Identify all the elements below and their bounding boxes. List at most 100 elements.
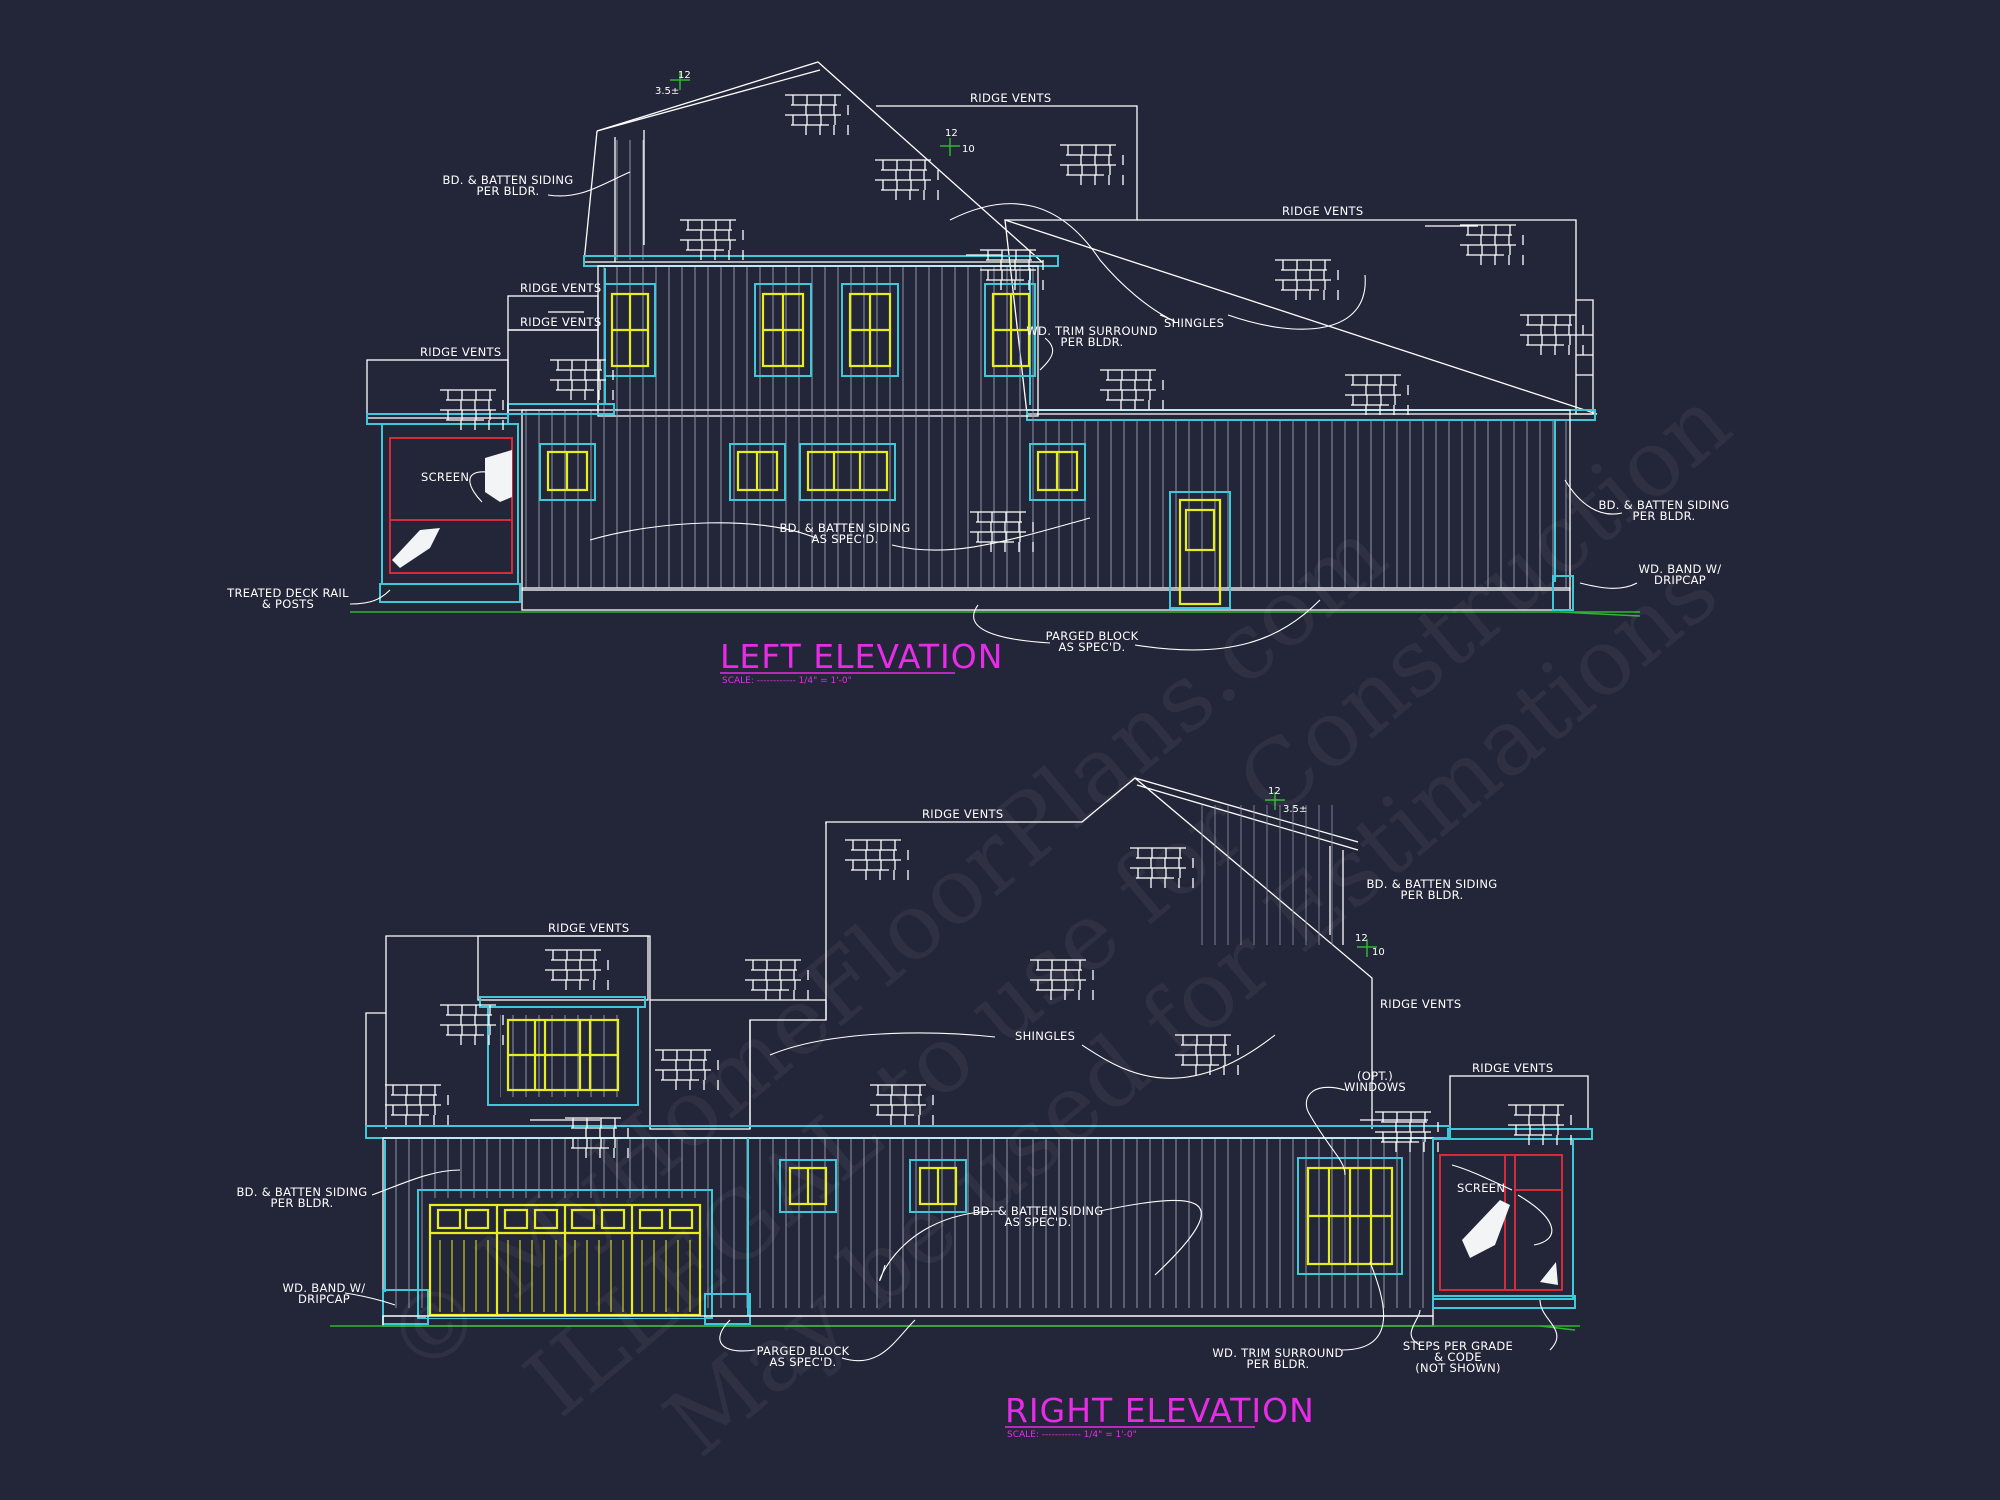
right-elevation: 12 3.5± 12 10 xyxy=(330,777,1593,1362)
brick-symbol xyxy=(1345,374,1409,415)
brick-symbol xyxy=(1060,144,1124,185)
brick-symbol xyxy=(980,249,1044,290)
right-note-ridge-vents-top: RIDGE VENTS xyxy=(922,807,1003,821)
brick-symbol xyxy=(745,959,809,1000)
note-line: DRIPCAP xyxy=(1654,573,1706,587)
note-line: AS SPEC'D. xyxy=(1004,1215,1071,1229)
left-door xyxy=(1169,491,1231,609)
right-note-steps: STEPS PER GRADE& CODE(NOT SHOWN) xyxy=(1403,1339,1513,1375)
note-line: WD. TRIM SURROUND xyxy=(1026,324,1157,338)
note-line: PARGED BLOCK xyxy=(757,1344,850,1358)
right-note-ridge-vents-right2: RIDGE VENTS xyxy=(1472,1061,1553,1075)
note-line: PER BLDR. xyxy=(1247,1357,1310,1371)
right-note-screen: SCREEN xyxy=(1457,1181,1505,1195)
note-line: BD. & BATTEN SIDING xyxy=(972,1204,1103,1218)
right-note-shingles: SHINGLES xyxy=(1015,1029,1075,1043)
left-note-shingles: SHINGLES xyxy=(1164,316,1224,330)
note-line: WD. BAND W/ xyxy=(283,1281,366,1295)
left-pitch-main-run: 10 xyxy=(962,144,975,155)
brick-symbol xyxy=(1508,1104,1572,1145)
note-line: AS SPEC'D. xyxy=(1058,640,1125,654)
note-line: & POSTS xyxy=(262,597,314,611)
note-line: PER BLDR. xyxy=(1061,335,1124,349)
note-line: (NOT SHOWN) xyxy=(1415,1361,1501,1375)
left-note-deck-rail: TREATED DECK RAIL& POSTS xyxy=(226,586,349,611)
left-pitch-upper-rise: 12 xyxy=(678,70,691,81)
note-line: WD. TRIM SURROUND xyxy=(1212,1346,1343,1360)
brick-symbol xyxy=(440,389,504,430)
right-note-ridge-vents-left: RIDGE VENTS xyxy=(548,921,629,935)
left-lower-windows xyxy=(539,443,1086,501)
left-note-ridge-vents-mid2: RIDGE VENTS xyxy=(520,315,601,329)
left-upper-eave xyxy=(583,255,1059,267)
right-elevation-scale: SCALE: ------------ 1/4" = 1'-0" xyxy=(1007,1430,1137,1440)
right-pitch-main-run: 10 xyxy=(1372,947,1385,958)
right-note-wd-band: WD. BAND W/DRIPCAP xyxy=(283,1281,366,1306)
note-line: BD. & BATTEN SIDING xyxy=(442,173,573,187)
note-line: TREATED DECK RAIL xyxy=(226,586,349,600)
right-pitch-upper-rise: 12 xyxy=(1268,786,1281,797)
brick-symbol xyxy=(545,949,609,990)
left-elevation: 12 3.5± 12 10 xyxy=(349,61,1641,651)
note-line: PER BLDR. xyxy=(1633,509,1696,523)
note-line: (OPT.) xyxy=(1357,1069,1393,1083)
note-line: & CODE xyxy=(1434,1350,1482,1364)
right-pitch-main-rise: 12 xyxy=(1355,933,1368,944)
left-elevation-title: LEFT ELEVATION xyxy=(720,637,1003,676)
brick-symbol xyxy=(870,1084,934,1125)
left-note-ridge-vents-right: RIDGE VENTS xyxy=(1282,204,1363,218)
right-elevation-labels: RIDGE VENTS RIDGE VENTS RIDGE VENTS RIDG… xyxy=(236,807,1553,1440)
left-note-ridge-vents-mid1: RIDGE VENTS xyxy=(520,281,601,295)
note-line: PARGED BLOCK xyxy=(1046,629,1139,643)
brick-symbol xyxy=(1375,1111,1439,1152)
brick-symbol xyxy=(970,511,1034,552)
left-elevation-labels: RIDGE VENTS RIDGE VENTS RIDGE VENTS RIDG… xyxy=(226,91,1729,686)
left-note-screen: SCREEN xyxy=(421,470,469,484)
left-main-wall xyxy=(521,409,1571,591)
brick-symbol xyxy=(1175,1034,1239,1075)
note-line: PER BLDR. xyxy=(477,184,540,198)
brick-symbol xyxy=(875,159,939,200)
brick-symbol xyxy=(1030,959,1094,1000)
brick-symbol xyxy=(440,1004,504,1045)
right-elevation-title: RIGHT ELEVATION xyxy=(1005,1391,1315,1430)
brick-symbol xyxy=(565,1117,629,1158)
right-note-opt-windows: (OPT.)WINDOWS xyxy=(1344,1069,1406,1094)
note-line: WINDOWS xyxy=(1344,1080,1406,1094)
left-pitch-main-rise: 12 xyxy=(945,128,958,139)
note-line: AS SPEC'D. xyxy=(769,1355,836,1369)
left-screen-porch xyxy=(389,437,513,574)
note-line: STEPS PER GRADE xyxy=(1403,1339,1513,1353)
left-elevation-scale: SCALE: ------------ 1/4" = 1'-0" xyxy=(722,676,852,686)
left-upper-roof xyxy=(583,61,1044,263)
left-note-ridge-vents-top: RIDGE VENTS xyxy=(970,91,1051,105)
right-dormer xyxy=(479,996,646,1008)
brick-symbol xyxy=(1520,314,1584,355)
brick-symbol xyxy=(655,1049,719,1090)
brick-symbol xyxy=(785,94,849,135)
right-pitch-upper-run: 3.5± xyxy=(1283,804,1307,815)
note-line: AS SPEC'D. xyxy=(811,532,878,546)
note-line: BD. & BATTEN SIDING xyxy=(1366,877,1497,891)
brick-symbol xyxy=(845,839,909,880)
note-line: BD. & BATTEN SIDING xyxy=(1598,498,1729,512)
note-line: DRIPCAP xyxy=(298,1292,350,1306)
left-pitch-upper-run: 3.5± xyxy=(655,86,679,97)
right-note-ridge-vents-right1: RIDGE VENTS xyxy=(1380,997,1461,1011)
left-note-ridge-vents-left: RIDGE VENTS xyxy=(420,345,501,359)
roof-brick-hatching xyxy=(385,94,1584,1158)
brick-symbol xyxy=(550,359,614,400)
left-note-wd-band: WD. BAND W/DRIPCAP xyxy=(1639,562,1722,587)
left-upper-windows xyxy=(604,283,1036,377)
note-line: PER BLDR. xyxy=(1401,888,1464,902)
